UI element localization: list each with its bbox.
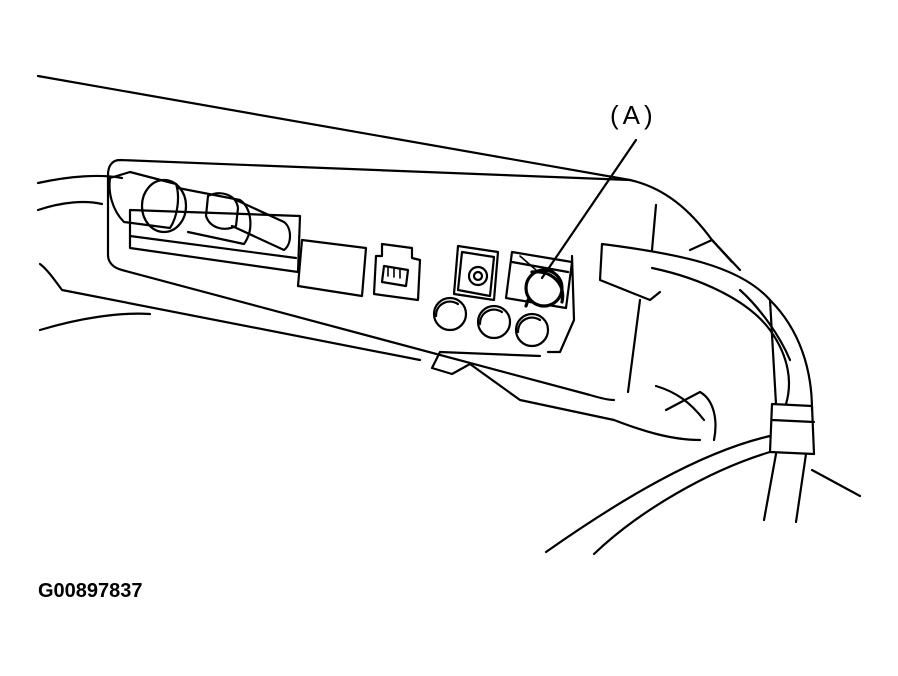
round-jacks bbox=[432, 296, 550, 348]
modular-jack bbox=[372, 242, 422, 302]
side-face bbox=[626, 203, 734, 442]
callout-leader-line bbox=[540, 138, 638, 280]
lan-port bbox=[296, 238, 368, 298]
dc-jack bbox=[452, 244, 500, 302]
housing-top-edge bbox=[36, 74, 632, 182]
dsub-connector bbox=[128, 192, 302, 274]
flat-cable bbox=[598, 242, 814, 412]
panel-divider bbox=[430, 254, 576, 376]
housing-outline bbox=[106, 158, 742, 402]
switch-knob bbox=[524, 268, 565, 308]
switch-recess bbox=[504, 250, 574, 310]
housing-bottom bbox=[38, 262, 702, 442]
cable-clamp bbox=[768, 402, 816, 456]
right-cables bbox=[544, 288, 862, 556]
figure-id-label: G00897837 bbox=[38, 580, 143, 602]
callout-label-a: (A) bbox=[610, 100, 657, 130]
cable-plug bbox=[108, 170, 252, 246]
